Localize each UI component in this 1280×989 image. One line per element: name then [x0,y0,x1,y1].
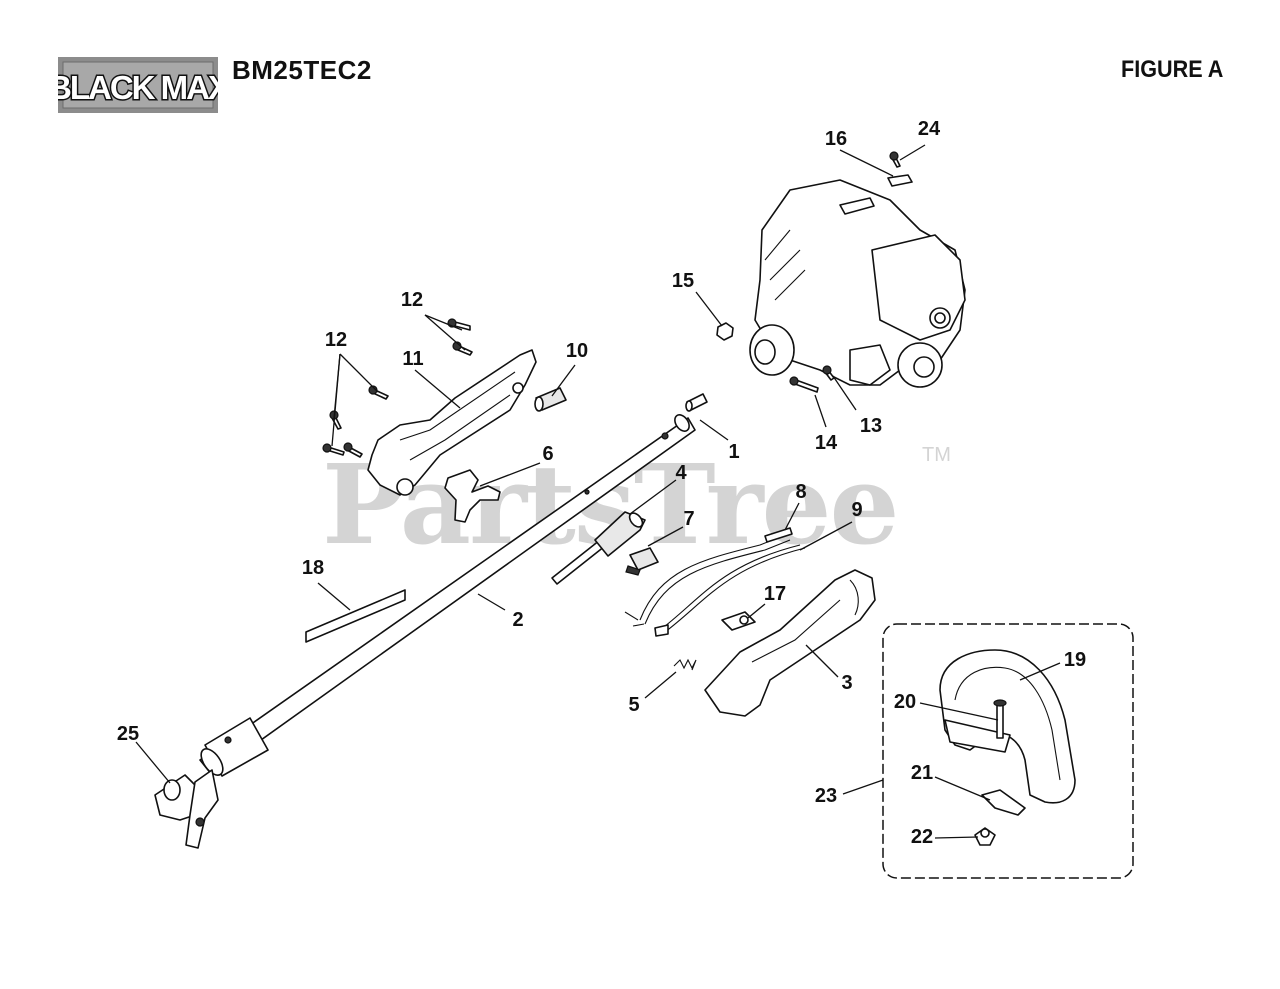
bushing-part [534,387,567,412]
shaft-part [199,414,696,777]
callout-23: 23 [815,785,837,807]
svg-text:BLACK MAX: BLACK MAX [58,69,218,106]
bolt-part [993,699,1007,739]
wing-nut-part [974,827,996,846]
callout-14: 14 [815,432,838,454]
throttle-cable-part [654,544,806,637]
spring-part [673,658,697,671]
callout-8: 8 [795,481,806,503]
switch-part [625,547,659,576]
front-handle-part [939,649,1076,804]
engine-part [749,179,966,388]
callout-18: 18 [302,557,324,579]
grommet-part [721,611,756,631]
model-number: BM25TEC2 [232,55,372,85]
callout-15: 15 [672,270,694,292]
callout-24: 24 [918,118,941,140]
callout-13: 13 [860,415,882,437]
pin-part [685,393,708,412]
callout-5: 5 [628,694,639,716]
wire-part [624,527,793,627]
trigger-part [444,469,501,523]
handle-housing-part [367,349,537,496]
callout-17: 17 [764,583,786,605]
rear-handle-part [704,569,876,717]
callout-6: 6 [542,443,553,465]
callout-2: 2 [512,609,523,631]
callout-20: 20 [894,691,916,713]
engine-screw-parts [789,365,835,393]
callout-11: 11 [402,348,423,370]
throttle-assembly-part [551,511,646,585]
callout-19: 19 [1064,649,1086,671]
black-max-logo: BLACK MAX [58,57,218,113]
figure-label: FIGURE A [1121,56,1224,83]
callout-12a: 12 [401,289,423,311]
callout-21: 21 [911,762,933,784]
callout-16: 16 [825,128,847,150]
callout-12b: 12 [325,329,347,351]
label-part [305,589,406,643]
callout-7: 7 [683,508,694,530]
spacer-part [981,789,1026,816]
callout-4: 4 [675,462,687,484]
callout-22: 22 [911,826,933,848]
assembly-23-box [882,623,1134,879]
watermark-tm: TM [922,444,951,466]
callout-9: 9 [851,499,862,521]
nut-part [716,322,734,341]
callout-25: 25 [117,723,139,745]
clamp-part [154,769,219,849]
bracket-parts [887,151,913,187]
callout-3: 3 [841,672,852,694]
callout-1: 1 [728,441,739,463]
leader-lines [135,144,1061,839]
callout-10: 10 [566,340,588,362]
